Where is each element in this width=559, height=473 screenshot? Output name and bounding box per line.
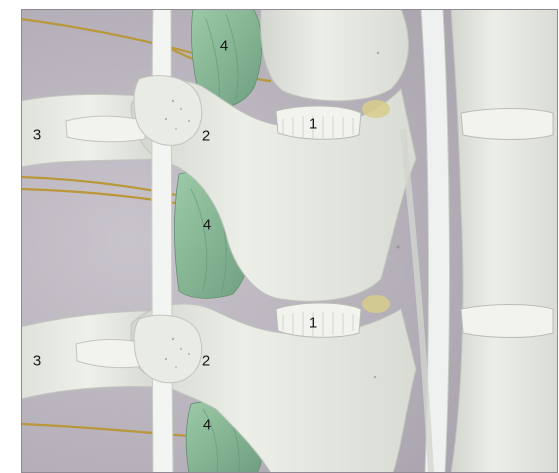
- adjacent-vertebrae: [451, 9, 558, 473]
- ligament-flavum-lower: [362, 295, 390, 313]
- label-muscle-top: 4: [220, 39, 228, 54]
- rib-joint-capsule-upper: [66, 116, 146, 142]
- anatomy-illustration: 1 1 2 2 3 3 4 4 4: [21, 9, 558, 473]
- spine-rib-articulation-drawing: [21, 9, 558, 473]
- label-rib-top: 3: [33, 128, 41, 143]
- label-muscle-bottom: 4: [203, 418, 211, 433]
- transverse-process-tip-lower: [134, 315, 202, 383]
- label-vertebral-body-bottom: 1: [309, 316, 317, 331]
- ligament-flavum-upper: [362, 100, 390, 118]
- vertebral-body-top-segment: [261, 9, 409, 101]
- label-transverse-process-top: 2: [202, 129, 210, 144]
- label-rib-bottom: 3: [33, 354, 41, 369]
- label-muscle-middle: 4: [203, 218, 211, 233]
- label-vertebral-body-top: 1: [309, 117, 317, 132]
- label-transverse-process-bottom: 2: [202, 354, 210, 369]
- transverse-process-tip-upper: [134, 76, 202, 146]
